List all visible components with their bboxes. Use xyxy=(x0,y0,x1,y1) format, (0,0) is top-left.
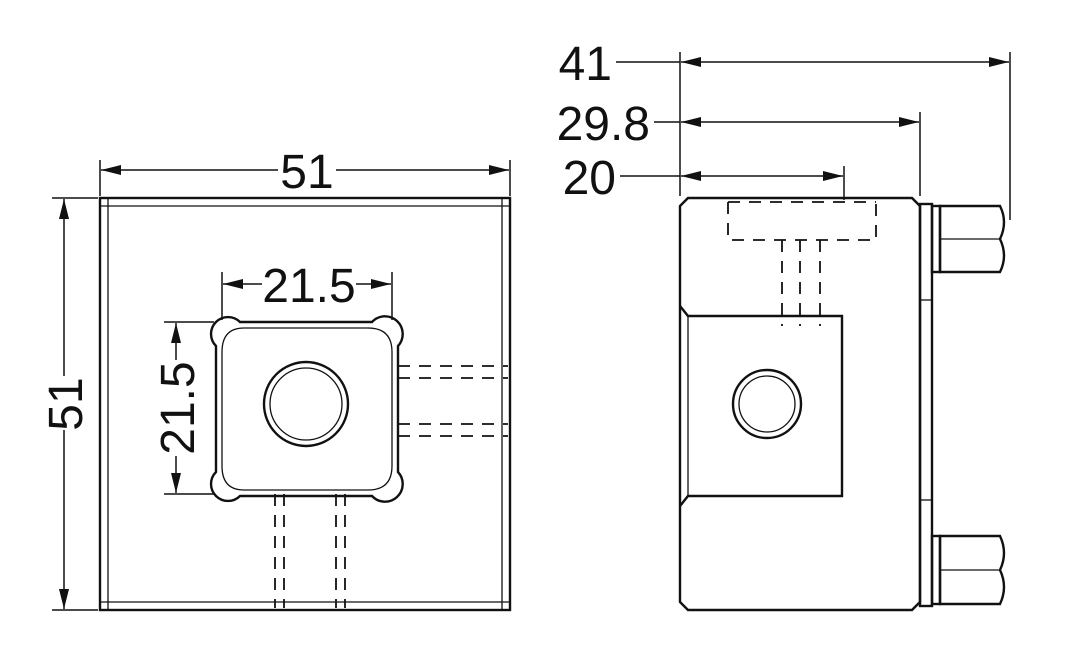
front-view: 51 51 21.5 21.5 xyxy=(40,146,512,612)
bolt-head xyxy=(938,204,1006,274)
side-view: 41 29.8 20 xyxy=(557,38,1011,612)
backing-plate xyxy=(918,202,934,608)
bolt-head xyxy=(938,534,1006,606)
center-bore-chamfer xyxy=(269,367,343,441)
square-pocket-inner xyxy=(221,327,393,491)
side-slot xyxy=(679,305,844,507)
dim-pocket-height: 21.5 xyxy=(152,361,205,454)
hex-bolt-top xyxy=(930,204,1006,274)
dim-body-depth: 29.8 xyxy=(557,98,650,151)
dim-overall-depth: 41 xyxy=(559,38,612,91)
square-pocket xyxy=(209,315,404,503)
hex-bolt-bottom xyxy=(930,534,1006,606)
dim-pocket-width: 21.5 xyxy=(262,260,355,313)
dim-slot-depth: 20 xyxy=(563,152,616,205)
side-bore-chamfer xyxy=(738,375,796,433)
dim-front-width: 51 xyxy=(280,146,333,199)
side-bore xyxy=(731,368,803,440)
hidden-counterbore xyxy=(727,201,877,241)
side-body-outline xyxy=(678,196,922,612)
center-bore xyxy=(262,360,350,448)
dim-front-height: 51 xyxy=(40,377,93,430)
front-block-outline xyxy=(98,196,512,612)
